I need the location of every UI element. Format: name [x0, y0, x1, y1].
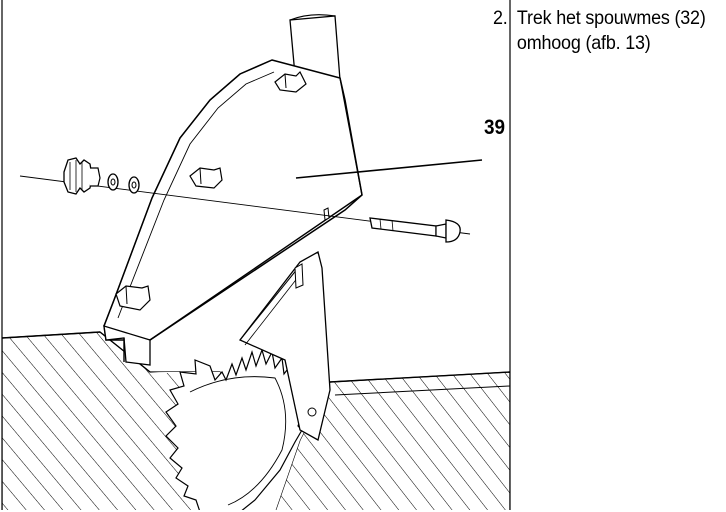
blade-guard-front-edge	[339, 77, 363, 196]
instruction-step: 2. Trek het spouwmes (32) omhoog (afb. 1…	[493, 6, 706, 55]
knob	[63, 157, 101, 195]
blade-inner-ring	[189, 376, 287, 506]
table-edge	[334, 385, 510, 396]
guard-dust-tube-top	[289, 14, 336, 21]
blade-guard-curve	[103, 59, 273, 327]
guard-clip	[189, 167, 223, 189]
washer	[131, 181, 137, 189]
riving-knife	[238, 251, 331, 441]
riving-knife-slot	[294, 263, 304, 289]
blade-guard-foot	[103, 325, 151, 366]
riving-knife-hole	[307, 407, 317, 417]
guard-clip	[115, 285, 151, 311]
riving-knife-edge	[239, 267, 299, 341]
step-text: Trek het spouwmes (32) omhoog (afb. 13)	[516, 7, 706, 54]
table-edge	[2, 331, 101, 339]
guard-clip	[274, 70, 307, 93]
guard-bolt-hole	[323, 207, 330, 221]
table-edge	[329, 371, 510, 383]
step-number: 2.	[493, 7, 508, 29]
riving-knife-edge	[244, 271, 303, 346]
callout-leader	[295, 159, 483, 179]
callout-label: 39	[484, 116, 506, 139]
washer	[110, 178, 116, 186]
carriage-bolt	[369, 217, 461, 243]
